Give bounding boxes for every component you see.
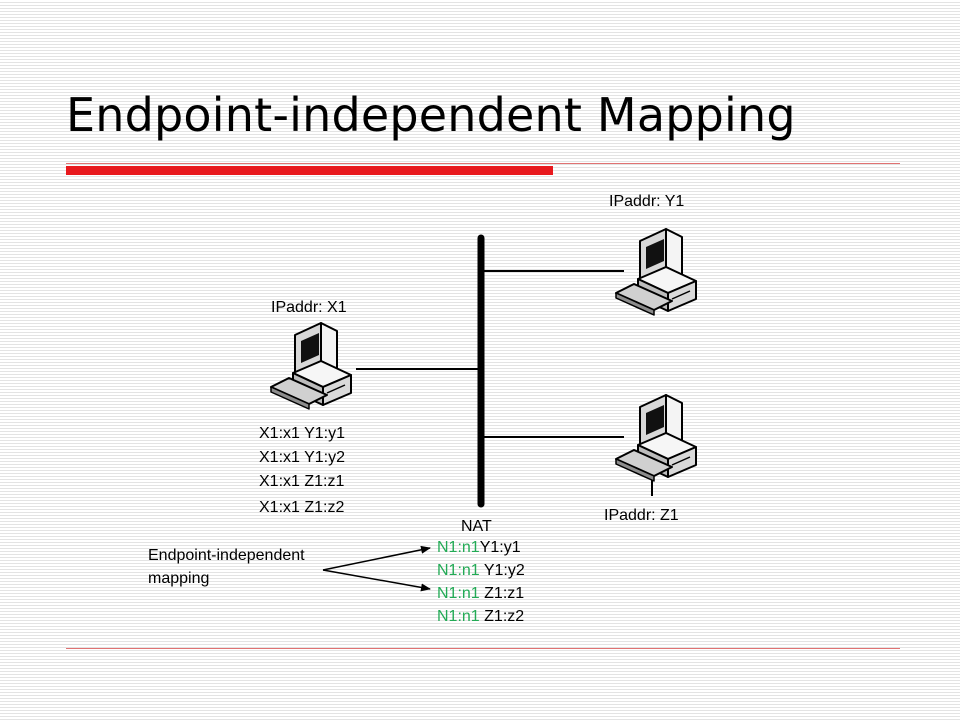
remote-address: Y1:y2 — [480, 562, 525, 579]
computer-icon-z1 — [615, 394, 697, 482]
remote-address: Z1:z1 — [480, 585, 525, 602]
external-mapping-3: N1:n1 Z1:z1 — [437, 585, 524, 602]
internal-mapping-4: X1:x1 Z1:z2 — [259, 499, 344, 516]
internal-mapping-3: X1:x1 Z1:z1 — [259, 473, 344, 490]
remote-address: Y1:y1 — [480, 539, 521, 556]
internal-mapping-2: X1:x1 Y1:y2 — [259, 449, 345, 466]
annotation-line-2: mapping — [148, 570, 209, 587]
computer-icon-x1 — [270, 322, 352, 410]
host-x1-label: IPaddr: X1 — [271, 299, 347, 316]
nat-address: N1:n1 — [437, 608, 480, 625]
title-accent-bar — [66, 166, 553, 175]
annotation-line-1: Endpoint-independent — [148, 547, 305, 564]
external-mapping-1: N1:n1Y1:y1 — [437, 539, 521, 556]
footer-divider — [66, 648, 900, 649]
nat-address: N1:n1 — [437, 539, 480, 556]
slide-title: Endpoint-independent Mapping — [66, 88, 796, 142]
external-mapping-2: N1:n1 Y1:y2 — [437, 562, 525, 579]
remote-address: Z1:z2 — [480, 608, 525, 625]
nat-address: N1:n1 — [437, 562, 480, 579]
title-underline — [66, 163, 900, 164]
external-mapping-4: N1:n1 Z1:z2 — [437, 608, 524, 625]
host-z1-label: IPaddr: Z1 — [604, 507, 679, 524]
nat-label: NAT — [461, 518, 492, 535]
nat-address: N1:n1 — [437, 585, 480, 602]
annotation-arrow-upper — [322, 545, 431, 571]
annotation-arrow-lower — [322, 569, 431, 592]
computer-icon-y1 — [615, 228, 697, 316]
host-y1-label: IPaddr: Y1 — [609, 193, 684, 210]
internal-mapping-1: X1:x1 Y1:y1 — [259, 425, 345, 442]
